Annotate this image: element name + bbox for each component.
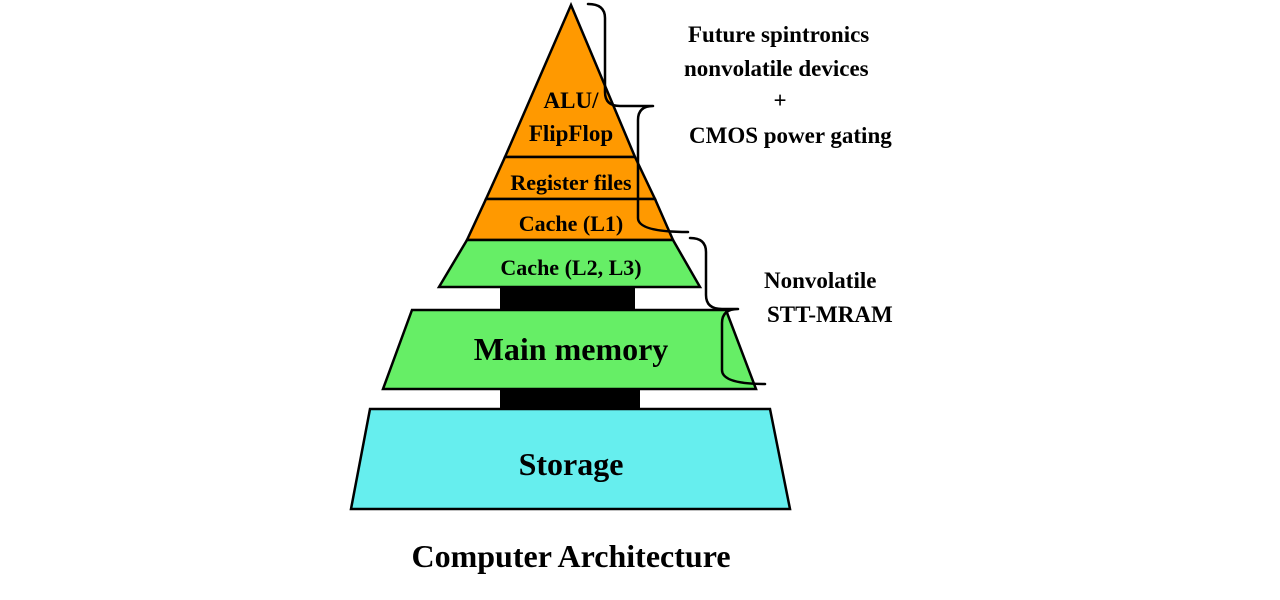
brace-lower [688,236,767,386]
label-main-memory: Main memory [474,331,669,367]
annotation-lower-line2: STT-MRAM [767,302,893,327]
connector-main-memory-to-storage [500,389,640,410]
pyramid-level-main-memory [381,308,758,391]
connector-cache-to-main-memory [500,287,635,310]
label-alu-line1: ALU/ [544,88,600,113]
pyramid-level-cache-l2-l3 [436,238,703,289]
annotation-upper-line4: CMOS power gating [689,123,892,148]
annotation-lower-line1: Nonvolatile [764,268,876,293]
brace-upper [586,2,690,234]
annotation-upper-line2: nonvolatile devices [684,56,869,81]
label-storage: Storage [519,446,624,482]
annotation-upper-plus: + [773,88,786,113]
label-alu-line2: FlipFlop [529,121,613,146]
annotation-upper-line1: Future spintronics [688,22,869,47]
label-cache-l1: Cache (L1) [519,211,623,236]
diagram-caption: Computer Architecture [411,538,730,574]
pyramid-level-storage [349,407,792,511]
label-register-files: Register files [510,170,632,195]
label-cache-l2-l3: Cache (L2, L3) [500,255,641,280]
